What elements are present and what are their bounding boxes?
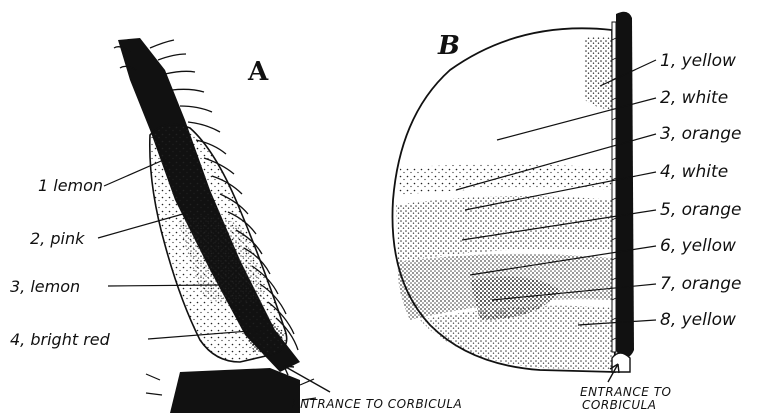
- panel-a-label-2: 2, pink: [30, 229, 85, 248]
- panel-b-entrance-label-2: CORBICULA: [582, 398, 657, 412]
- panel-a-label-1: 1 lemon: [38, 176, 103, 195]
- panel-b-label-3: 3, orange: [660, 124, 741, 144]
- tibia-bar: [616, 12, 634, 359]
- panel-a-entrance-label: ENTRANCE TO CORBICULA: [292, 397, 462, 411]
- panel-b-label-1: 1, yellow: [660, 51, 736, 71]
- panel-a-label-3: 3, lemon: [10, 277, 80, 296]
- panel-b: B 1, yellow 2, white 3, orange 4, white …: [392, 12, 741, 412]
- panel-b-label-4: 4, white: [660, 162, 728, 182]
- panel-b-label-2: 2, white: [660, 88, 728, 108]
- panel-b-letter: B: [437, 31, 460, 61]
- panel-a-letter: A: [247, 57, 269, 87]
- panel-b-label-8: 8, yellow: [660, 310, 736, 330]
- leg-segment-bottom: [170, 368, 300, 413]
- panel-b-entrance-label-1: ENTRANCE TO: [580, 385, 671, 399]
- panel-a-label-4: 4, bright red: [10, 330, 111, 349]
- panel-b-label-6: 6, yellow: [660, 236, 736, 256]
- panel-b-label-5: 5, orange: [660, 200, 741, 220]
- panel-b-label-7: 7, orange: [660, 274, 741, 294]
